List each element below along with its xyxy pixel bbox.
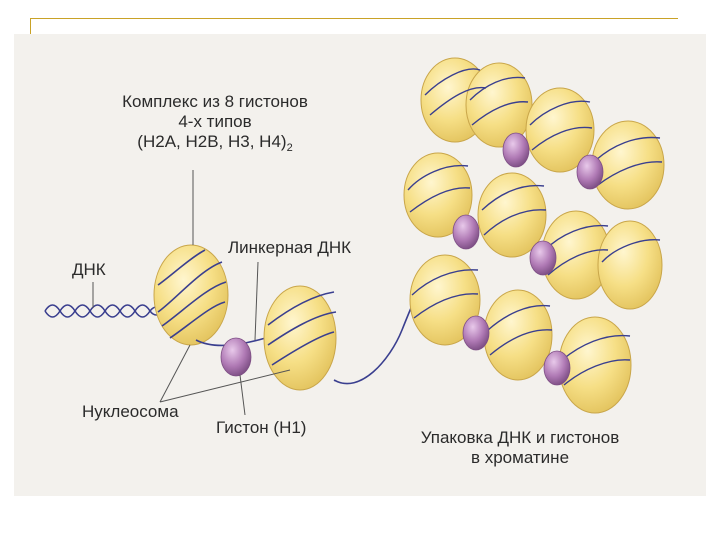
chromatin-cluster — [403, 57, 665, 414]
nucleosome-right — [263, 285, 337, 391]
complex-line-3: (H2A, H2B, H3, H4)2 — [90, 132, 340, 158]
slide-left-rule — [30, 18, 31, 34]
label-histone-h1: Гистон (H1) — [216, 418, 307, 437]
histone-h1-ball — [220, 337, 252, 377]
complex-line-1: Комплекс из 8 гистонов — [122, 92, 308, 111]
complex-line-3-text: (H2A, H2B, H3, H4) — [137, 132, 287, 151]
label-nucleosome: Нуклеосома — [82, 402, 179, 421]
cluster-nucleosomes — [403, 57, 665, 414]
label-linker-dna: Линкерная ДНК — [228, 238, 352, 257]
complex-line-2: 4-х типов — [178, 112, 252, 131]
packing-line-1: Упаковка ДНК и гистонов — [420, 428, 620, 447]
cluster-dna-wraps — [407, 68, 663, 386]
leader-lines — [92, 170, 291, 416]
dna-double-helix — [44, 304, 161, 318]
label-chromatin-packing: Упаковка ДНК и гистонов в хроматине — [400, 428, 640, 468]
nucleosome-left — [153, 244, 229, 346]
chromatin-connector — [333, 289, 421, 385]
cluster-histone-h1 — [452, 132, 604, 386]
packing-line-2: в хроматине — [470, 448, 570, 467]
complex-line-3-subscript: 2 — [286, 142, 293, 154]
label-dna: ДНК — [72, 260, 106, 279]
slide-top-rule — [30, 18, 678, 19]
label-histone-complex: Комплекс из 8 гистонов 4-х типов (H2A, H… — [90, 92, 340, 158]
